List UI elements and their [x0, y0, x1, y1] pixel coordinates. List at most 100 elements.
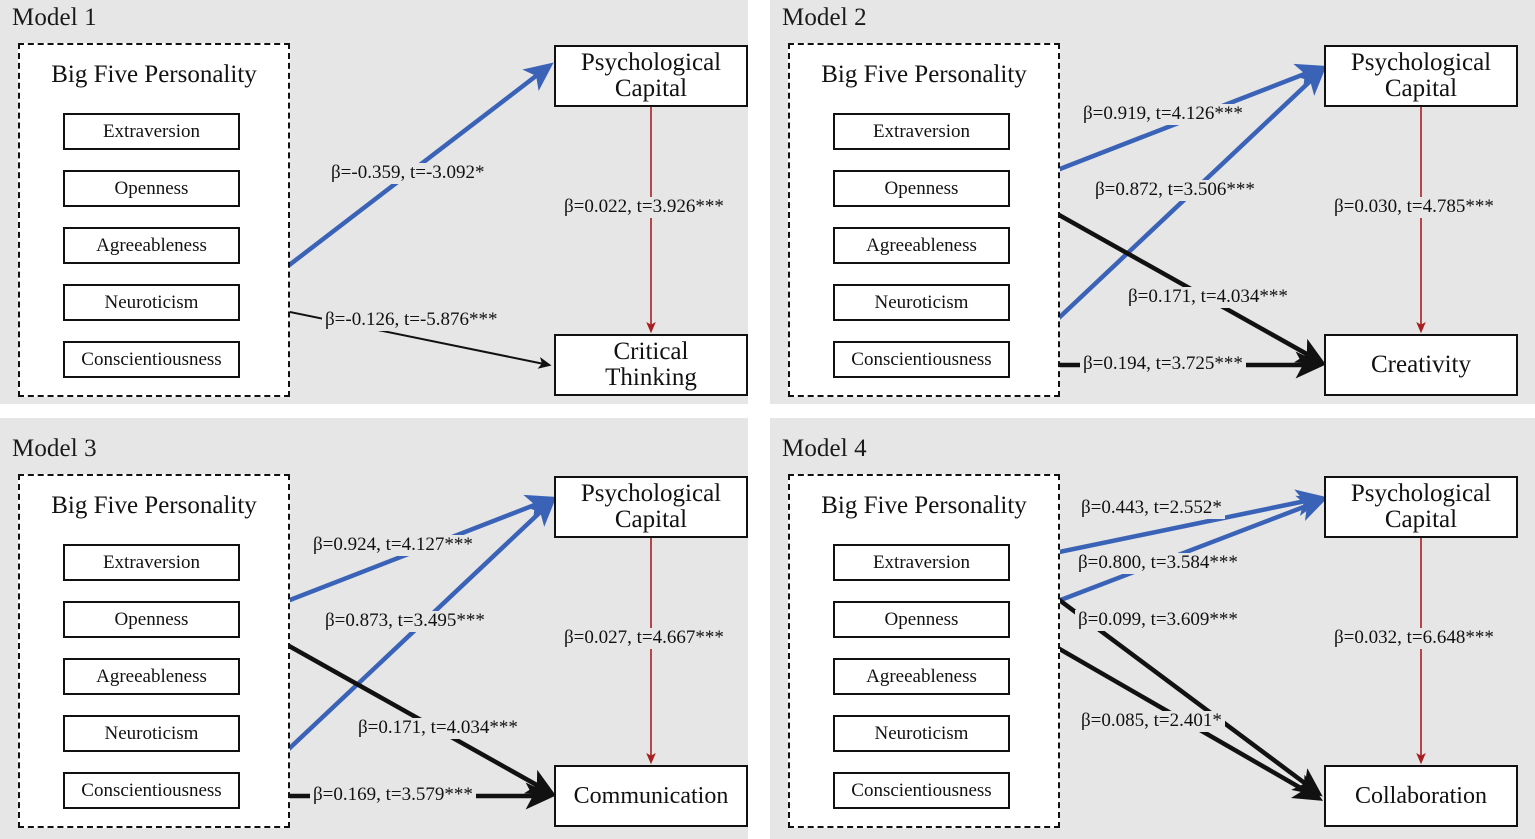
panel-model-1: Model 1 Big Five Personality Extraversio… — [0, 0, 748, 404]
trait-box-extraversion[interactable]: Extraversion — [833, 113, 1010, 150]
trait-label: Openness — [884, 608, 959, 630]
trait-box-extraversion[interactable]: Extraversion — [63, 113, 240, 150]
panel-model-4: Model 4 Big Five Personality Extraversio… — [770, 418, 1535, 839]
trait-label: Extraversion — [102, 120, 201, 142]
path-openness-outcome — [1009, 619, 1324, 801]
model-title: Model 4 — [782, 435, 867, 462]
group-title: Big Five Personality — [821, 61, 1027, 88]
edge-label-openness-outcome: β=0.171, t=4.034*** — [355, 717, 521, 739]
trait-label: Agreeableness — [96, 234, 207, 256]
big-five-group: Big Five Personality — [18, 474, 290, 828]
outcome-box-communication[interactable]: Communication — [554, 765, 748, 827]
model-title: Model 1 — [12, 4, 97, 31]
group-title: Big Five Personality — [821, 492, 1027, 519]
model-title: Model 3 — [12, 435, 97, 462]
group-title: Big Five Personality — [51, 61, 257, 88]
path-openness-psycap — [1010, 63, 1326, 191]
trait-box-neuroticism[interactable]: Neuroticism — [833, 715, 1010, 752]
outcome-label: Collaboration — [1355, 782, 1487, 809]
path-conscientiousness-psycap — [239, 496, 557, 796]
edge-label-psycap-outcome: β=0.032, t=6.648*** — [1331, 627, 1497, 649]
mediator-label-line2: Capital — [1384, 506, 1458, 533]
trait-box-agreeableness[interactable]: Agreeableness — [833, 227, 1010, 264]
trait-label: Agreeableness — [96, 665, 207, 687]
mediator-label-line2: Capital — [614, 75, 688, 102]
panel-model-3: Model 3 Big Five Personality Extraversio… — [0, 418, 748, 839]
edge-label-openness-psycap: β=0.924, t=4.127*** — [310, 534, 476, 556]
trait-box-conscientiousness[interactable]: Conscientiousness — [833, 772, 1010, 809]
path-neuroticism-outcome — [240, 301, 552, 369]
trait-box-openness[interactable]: Openness — [63, 170, 240, 207]
trait-box-neuroticism[interactable]: Neuroticism — [63, 284, 240, 321]
trait-label: Conscientiousness — [81, 348, 222, 370]
outcome-label: Communication — [573, 782, 729, 809]
big-five-group: Big Five Personality — [788, 43, 1060, 397]
path-extraversion-psycap — [1010, 489, 1326, 565]
model-title: Model 2 — [782, 4, 867, 31]
mediator-label-line2: Capital — [614, 506, 688, 533]
mediator-box-psychological-capital[interactable]: Psychological Capital — [1324, 476, 1518, 538]
outcome-label-line2: Thinking — [605, 364, 697, 391]
mediator-label-line1: Psychological — [1350, 49, 1492, 76]
edge-label-psycap-outcome: β=0.027, t=4.667*** — [561, 627, 727, 649]
edge-label-psycap-outcome: β=0.030, t=4.785*** — [1331, 196, 1497, 218]
path-conscientiousness-psycap — [1009, 65, 1327, 365]
edge-label-psycap-outcome: β=0.022, t=3.926*** — [561, 196, 727, 218]
trait-label: Openness — [114, 177, 189, 199]
edge-label-extraversion-psycap: β=0.443, t=2.552* — [1078, 497, 1225, 519]
edge-label-conscientiousness-psycap: β=0.872, t=3.506*** — [1092, 179, 1258, 201]
path-openness-psycap — [240, 494, 556, 622]
path-openness-outcome — [239, 617, 557, 796]
trait-label: Agreeableness — [866, 234, 977, 256]
mediator-label-line1: Psychological — [1350, 480, 1492, 507]
edge-label-neuroticism-outcome: β=-0.126, t=-5.876*** — [322, 309, 501, 331]
path-extraversion-outcome — [1009, 562, 1323, 797]
path-openness-outcome — [1009, 186, 1327, 365]
trait-box-conscientiousness[interactable]: Conscientiousness — [833, 341, 1010, 378]
outcome-label: Creativity — [1371, 351, 1471, 378]
group-title: Big Five Personality — [51, 492, 257, 519]
trait-box-openness[interactable]: Openness — [833, 601, 1010, 638]
outcome-box-creativity[interactable]: Creativity — [1324, 334, 1518, 396]
edge-label-openness-psycap: β=0.919, t=4.126*** — [1080, 103, 1246, 125]
path-neuroticism-psycap — [239, 62, 554, 304]
paths-model-1 — [239, 62, 656, 369]
trait-box-extraversion[interactable]: Extraversion — [833, 544, 1010, 581]
trait-box-neuroticism[interactable]: Neuroticism — [833, 284, 1010, 321]
mediator-box-psychological-capital[interactable]: Psychological Capital — [1324, 45, 1518, 107]
outcome-label-line1: Critical — [613, 338, 689, 365]
outcome-box-critical-thinking[interactable]: Critical Thinking — [554, 334, 748, 396]
trait-label: Neuroticism — [104, 722, 199, 744]
trait-label: Extraversion — [102, 551, 201, 573]
edge-label-neuroticism-psycap: β=-0.359, t=-3.092* — [328, 162, 488, 184]
edge-label-conscientiousness-outcome: β=0.169, t=3.579*** — [310, 784, 476, 806]
trait-label: Conscientiousness — [851, 348, 992, 370]
mediator-box-psychological-capital[interactable]: Psychological Capital — [554, 45, 748, 107]
trait-box-agreeableness[interactable]: Agreeableness — [833, 658, 1010, 695]
trait-box-conscientiousness[interactable]: Conscientiousness — [63, 772, 240, 809]
mediator-label-line2: Capital — [1384, 75, 1458, 102]
trait-box-openness[interactable]: Openness — [63, 601, 240, 638]
trait-label: Openness — [884, 177, 959, 199]
trait-box-openness[interactable]: Openness — [833, 170, 1010, 207]
mediator-box-psychological-capital[interactable]: Psychological Capital — [554, 476, 748, 538]
edge-label-openness-outcome: β=0.171, t=4.034*** — [1125, 286, 1291, 308]
edge-label-openness-psycap: β=0.800, t=3.584*** — [1075, 552, 1241, 574]
big-five-group: Big Five Personality — [18, 43, 290, 397]
outcome-box-collaboration[interactable]: Collaboration — [1324, 765, 1518, 827]
edge-label-conscientiousness-outcome: β=0.194, t=3.725*** — [1080, 353, 1246, 375]
trait-box-neuroticism[interactable]: Neuroticism — [63, 715, 240, 752]
edge-label-conscientiousness-psycap: β=0.873, t=3.495*** — [322, 610, 488, 632]
trait-box-extraversion[interactable]: Extraversion — [63, 544, 240, 581]
trait-label: Openness — [114, 608, 189, 630]
trait-box-conscientiousness[interactable]: Conscientiousness — [63, 341, 240, 378]
trait-label: Conscientiousness — [851, 779, 992, 801]
edge-label-extraversion-outcome: β=0.099, t=3.609*** — [1075, 609, 1241, 631]
trait-label: Conscientiousness — [81, 779, 222, 801]
panel-model-2: Model 2 Big Five Personality Extraversio… — [770, 0, 1535, 404]
trait-box-agreeableness[interactable]: Agreeableness — [63, 227, 240, 264]
mediator-label-line1: Psychological — [580, 480, 722, 507]
trait-box-agreeableness[interactable]: Agreeableness — [63, 658, 240, 695]
mediator-label-line1: Psychological — [580, 49, 722, 76]
